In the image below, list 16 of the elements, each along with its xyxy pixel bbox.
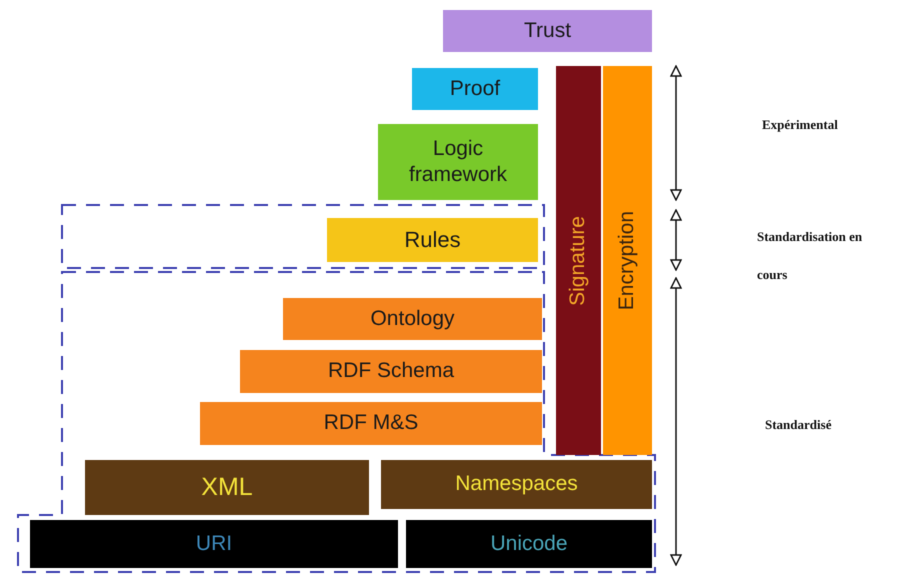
- layer-box: Proof: [412, 68, 538, 110]
- layer-box: Signature: [556, 66, 601, 455]
- layer-box: XML: [85, 460, 369, 515]
- layer-box: RDF M&S: [200, 402, 542, 445]
- layer-box: Ontology: [283, 298, 542, 340]
- layer-box: Logic framework: [378, 124, 538, 200]
- layer-box: URI: [30, 520, 398, 568]
- layer-box: Trust: [443, 10, 652, 52]
- layer-box: Rules: [327, 218, 538, 262]
- status-label: Standardisation en cours: [757, 228, 864, 284]
- layer-box: Namespaces: [381, 460, 652, 509]
- status-label: Standardisé: [765, 416, 832, 434]
- layer-box: Encryption: [603, 66, 652, 455]
- status-label: Expérimental: [762, 116, 839, 134]
- layer-box: RDF Schema: [240, 350, 542, 393]
- layer-box: Unicode: [406, 520, 652, 568]
